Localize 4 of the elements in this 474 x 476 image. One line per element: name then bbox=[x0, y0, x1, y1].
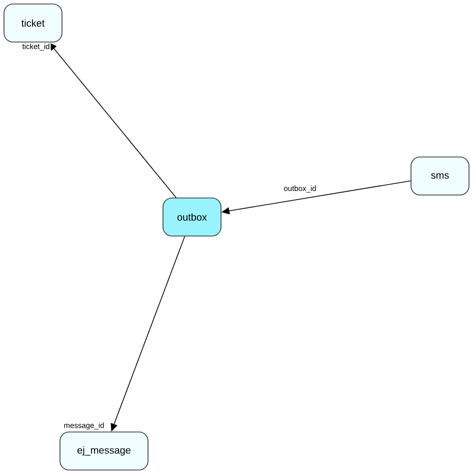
table-box: ej_message bbox=[60, 432, 148, 470]
table-box: outbox bbox=[162, 198, 222, 236]
table-box: ticket bbox=[4, 4, 62, 42]
table-box: sms bbox=[410, 156, 470, 196]
